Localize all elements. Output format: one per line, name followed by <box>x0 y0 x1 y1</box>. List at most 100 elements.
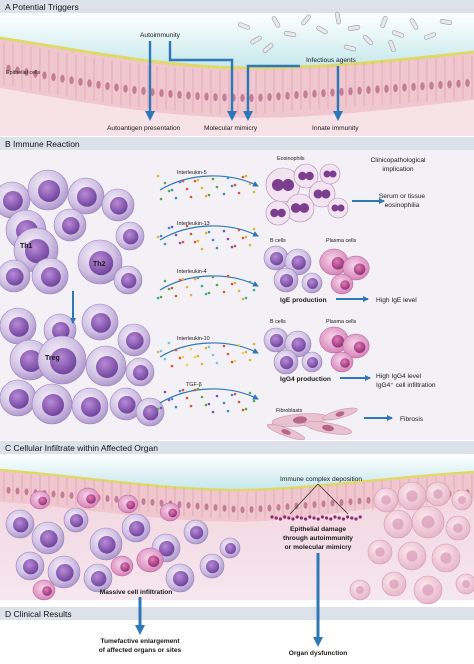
epithelial-cell-nucleus-c <box>159 499 164 507</box>
infiltrating-cell-nucleus <box>406 550 418 562</box>
cytokine-dot <box>241 297 245 301</box>
epithelial-cell-nucleus-c <box>204 503 209 511</box>
infiltrating-lymphocyte-nucleus <box>13 517 29 533</box>
cytokine-dot <box>193 355 197 359</box>
epithelial-cell-nucleus-c <box>177 501 182 508</box>
cytokine-dot <box>185 396 189 400</box>
cytokine-dot <box>174 233 178 237</box>
panel-a-title: A Potential Triggers <box>5 2 79 12</box>
cytokine-dot <box>222 229 226 233</box>
infiltrating-lymphocyte-nucleus <box>98 536 116 554</box>
infiltrating-plasma-cell-nucleus <box>120 562 130 572</box>
epithelial-cell-nucleus <box>393 84 398 93</box>
cytokine-dot <box>170 225 174 229</box>
t-cell-nucleus <box>110 197 128 215</box>
cytokine-dot <box>207 193 211 197</box>
cytokine-dot <box>244 407 248 411</box>
t-cell-nucleus <box>96 356 118 378</box>
eosinophil-lobe <box>282 179 295 191</box>
immune-complex-deposit <box>337 516 341 520</box>
immune-complex-deposit <box>320 515 324 519</box>
infiltrating-lymphocyte-nucleus <box>190 526 204 540</box>
cytokine-dot <box>185 187 189 191</box>
cytokine-dot <box>167 226 171 230</box>
cytokine-dot <box>233 392 237 396</box>
epithelial-cell-nucleus <box>294 91 299 100</box>
eosinophil-lobe <box>329 170 337 178</box>
cytokine-dot <box>211 177 215 181</box>
eosinophils-label: Eosinophils <box>277 156 305 162</box>
cell-infiltrate <box>5 481 474 605</box>
immune-complex-deposit <box>346 515 350 519</box>
fibroblast-nucleus <box>335 411 345 417</box>
epithelial-cell-nucleus <box>114 83 119 92</box>
cytokine-dot <box>207 291 211 295</box>
cytokine-dot <box>178 389 182 393</box>
immune-complex-deposit <box>295 515 299 519</box>
epithelial-cell-nucleus <box>177 90 182 99</box>
cytokine-dot <box>241 408 245 412</box>
epithelial-cell-nucleus <box>285 91 290 100</box>
cytokine-dot <box>163 181 167 185</box>
epithelial-cells-label: Epithelial cells <box>6 70 40 76</box>
infiltrating-cell-nucleus <box>421 515 435 529</box>
autoimmunity-label: Autoimmunity <box>140 32 181 39</box>
cytokine-dot <box>200 395 204 399</box>
infiltrating-cell-nucleus <box>462 580 470 588</box>
epithelial-cell-nucleus <box>456 79 461 88</box>
epithelial-cell-nucleus-c <box>114 495 119 503</box>
infiltrating-lymphocyte-nucleus <box>206 560 220 574</box>
epithelial-cell-nucleus <box>267 92 272 101</box>
cytokine-arc <box>159 342 259 358</box>
infiltrating-lymphocyte-nucleus <box>225 543 236 554</box>
infiltrating-plasma-cell-nucleus <box>38 496 48 506</box>
epithelial-cell-nucleus-c <box>321 500 326 508</box>
cytokine-dot <box>233 244 237 248</box>
t-cell-nucleus <box>126 332 144 350</box>
cytokine-dot <box>222 290 226 294</box>
t-cell-nucleus <box>121 273 137 289</box>
cytokine-dot <box>196 387 200 391</box>
bacterium-shape <box>250 35 262 45</box>
eosinophil-lobe <box>313 189 323 199</box>
cytokine-streams <box>156 174 259 414</box>
epithelial-cell-nucleus-c <box>51 490 56 498</box>
cytokine-dot <box>222 401 226 405</box>
immune-complex-deposit <box>333 515 337 519</box>
infiltrating-plasma-cell-nucleus <box>42 586 52 596</box>
epithelial-cell-nucleus <box>465 79 470 88</box>
epithelial-cell-nucleus-c <box>213 504 218 511</box>
epithelial-cell-nucleus <box>429 81 434 90</box>
high-igg4-line2: IgG4⁺ cell infiltration <box>376 382 436 389</box>
bacterium-shape <box>362 34 374 46</box>
epithelial-damage-line1: Epithelial damage <box>290 526 346 533</box>
cytokine-dot <box>207 345 211 349</box>
cytokine-dot <box>248 358 252 362</box>
massive-infiltration-label: Massive cell infiltration <box>100 589 173 596</box>
plasma-cells-label-2: Plasma cells <box>326 319 357 325</box>
bacterium-shape <box>391 30 405 38</box>
cytokine-dot <box>181 355 185 359</box>
immune-complex-pointer <box>289 483 349 515</box>
cytokine-dot <box>156 296 160 300</box>
infiltrating-lymphocyte-nucleus <box>56 564 74 582</box>
infiltrating-cell-nucleus <box>392 518 404 530</box>
eosinophil-lobe <box>331 204 339 212</box>
epithelial-cell-nucleus <box>339 87 344 96</box>
cytokine-dot <box>189 404 193 408</box>
cytokine-dot <box>230 245 234 249</box>
epithelial-cell-nucleus <box>204 92 209 101</box>
cytokine-dot <box>241 236 245 240</box>
epithelial-cell-nucleus-c <box>330 499 335 507</box>
cytokine-dot <box>174 196 178 200</box>
cytokine-dot <box>222 192 226 196</box>
b-cell-nucleus <box>307 278 318 289</box>
cytokine-dot <box>211 275 215 279</box>
cytokine-dot <box>204 292 208 296</box>
t-cell-nucleus <box>42 394 64 416</box>
epithelial-cell-nucleus-c <box>312 501 317 508</box>
autoantigen-presentation-label: Autoantigen presentation <box>107 125 181 132</box>
epithelial-cell-nucleus-c <box>357 497 362 505</box>
